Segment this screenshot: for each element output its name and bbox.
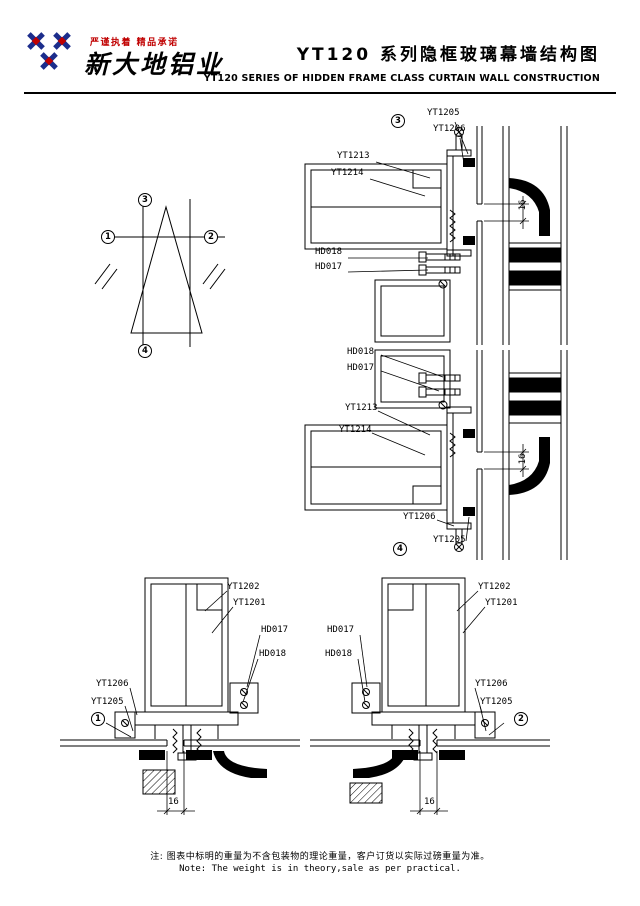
part-label-yt1201: YT1201 <box>233 598 266 608</box>
part-label-yt1205: YT1205 <box>91 697 124 707</box>
part-label-hd018: HD018 <box>315 247 343 257</box>
leader-lines <box>347 121 469 273</box>
dimension-label-16: 16 <box>424 797 435 807</box>
section-detail-4 <box>304 349 568 560</box>
glazing-adapter-left <box>114 711 136 739</box>
company-slogan: 严谨执着 精品承诺 <box>90 38 179 48</box>
dimension-label-16: 16 <box>518 453 529 465</box>
mullion-profile <box>144 577 229 713</box>
side-bracket <box>229 682 259 714</box>
glazing-adapter <box>446 127 472 257</box>
sealant-profile <box>509 178 550 236</box>
upper-panel-frame <box>374 349 451 410</box>
part-label-hd017: HD017 <box>315 262 343 272</box>
elevation-callout-2: 2 <box>204 230 218 244</box>
adapter-frame <box>371 711 476 739</box>
part-label-hd017: HD017 <box>327 625 355 635</box>
dimension-lines <box>410 751 448 815</box>
glazing-adapter <box>446 406 472 552</box>
dimension-label-16: 16 <box>168 797 179 807</box>
hatch-block <box>142 769 176 795</box>
glazing-adapter-right <box>474 711 496 739</box>
transom-profile <box>304 424 448 511</box>
mullion-column <box>502 126 568 345</box>
elevation-callout-1: 1 <box>101 230 115 244</box>
part-label-yt1206: YT1206 <box>403 512 436 522</box>
footer-notes: 注: 图表中标明的重量为不含包装物的理论重量，客户订货以实际过磅重量为准。 No… <box>0 849 640 874</box>
fastener-screws <box>418 372 461 398</box>
part-label-yt1206: YT1206 <box>433 124 466 134</box>
glass-panes <box>476 126 483 345</box>
side-bracket <box>351 682 381 714</box>
adapter-frame <box>134 711 239 739</box>
note-english: Note: The weight is in theory,sale as pe… <box>179 864 461 874</box>
lower-panel-frame <box>374 279 451 343</box>
company-logo-icon <box>27 32 71 70</box>
part-label-hd018: HD018 <box>347 347 375 357</box>
sealant-profile <box>509 437 550 495</box>
part-label-hd017: HD017 <box>261 625 289 635</box>
part-label-yt1206: YT1206 <box>96 679 129 689</box>
detail-callout-1: 1 <box>91 712 105 726</box>
dimension-lines <box>157 751 195 815</box>
section-detail-1 <box>60 577 300 815</box>
gasket-blocks <box>463 429 475 516</box>
mullion-column <box>502 350 568 560</box>
glass-panes <box>60 739 300 747</box>
leader-lines <box>357 590 505 736</box>
part-label-yt1202: YT1202 <box>478 582 511 592</box>
detail-callout-3: 3 <box>391 114 405 128</box>
part-label-hd018: HD018 <box>325 649 353 659</box>
part-label-yt1213: YT1213 <box>345 403 378 413</box>
gasket-blocks <box>463 158 475 245</box>
detail-callout-4: 4 <box>393 542 407 556</box>
note-chinese: 注: 图表中标明的重量为不含包装物的理论重量，客户订货以实际过磅重量为准。 <box>150 852 490 862</box>
sheet-title-cn: YT120 系列隐框玻璃幕墙结构图 <box>296 45 600 65</box>
sealant-profile <box>213 751 267 778</box>
part-label-yt1206: YT1206 <box>475 679 508 689</box>
elevation-callout-4: 4 <box>138 344 152 358</box>
mullion-profile <box>381 577 466 713</box>
dimension-label-16: 16 <box>518 199 529 211</box>
section-detail-2 <box>310 577 550 815</box>
part-label-hd017: HD017 <box>347 363 375 373</box>
part-label-yt1214: YT1214 <box>339 425 372 435</box>
glass-panes <box>476 350 483 560</box>
dimension-lines <box>484 444 529 477</box>
sheet-titles: YT120 系列隐框玻璃幕墙结构图 YT120 SERIES OF HIDDEN… <box>204 40 600 84</box>
part-label-yt1205: YT1205 <box>480 697 513 707</box>
part-label-hd018: HD018 <box>259 649 287 659</box>
part-label-yt1205: YT1205 <box>427 108 460 118</box>
detail-callout-2: 2 <box>514 712 528 726</box>
leader-lines <box>105 590 261 738</box>
leader-lines <box>371 354 470 542</box>
elevation-callout-3: 3 <box>138 193 152 207</box>
hatch-block <box>349 782 383 804</box>
elevation-schematic <box>94 199 226 347</box>
company-name: 新大地铝业 <box>84 50 225 79</box>
part-label-yt1205: YT1205 <box>433 535 466 545</box>
sheet-title-en: YT120 SERIES OF HIDDEN FRAME CLASS CURTA… <box>203 73 600 84</box>
gasket-blocks <box>139 750 212 760</box>
part-label-yt1201: YT1201 <box>485 598 518 608</box>
dimension-lines <box>484 196 529 229</box>
part-label-yt1213: YT1213 <box>337 151 370 161</box>
sealant-profile <box>353 751 407 778</box>
section-detail-3 <box>304 121 568 345</box>
part-label-yt1214: YT1214 <box>331 168 364 178</box>
part-label-yt1202: YT1202 <box>227 582 260 592</box>
glass-panes <box>310 739 550 747</box>
fastener-screws <box>418 251 461 276</box>
header-divider <box>24 92 616 94</box>
